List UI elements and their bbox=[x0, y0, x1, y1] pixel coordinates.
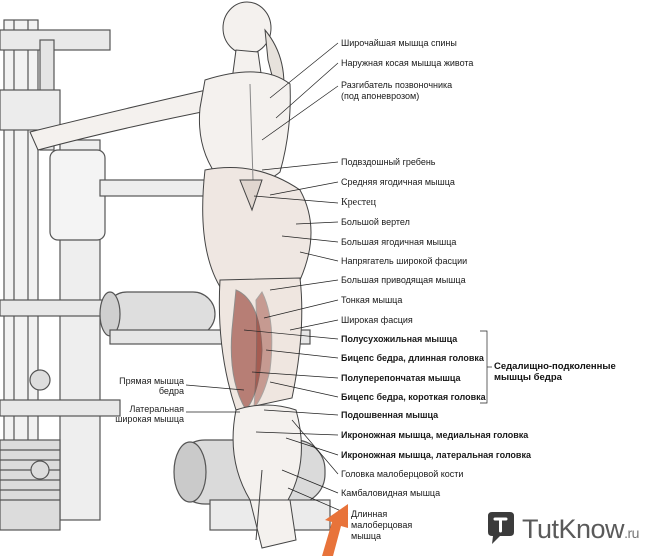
label-gluteus-maximus: Большая ягодичная мышца bbox=[341, 237, 457, 247]
label-semitendinosus: Полусухожильная мышца bbox=[341, 334, 458, 344]
logo-brand: TutKnow bbox=[522, 514, 625, 544]
orange-arrow bbox=[322, 504, 348, 556]
label-semimembranosus: Полуперепончатая мышца bbox=[341, 373, 461, 383]
logo-icon bbox=[488, 512, 514, 544]
label-fascia-lata: Широкая фасция bbox=[341, 315, 413, 325]
label-gracilis: Тонкая мышца bbox=[341, 295, 403, 305]
machine-frame bbox=[0, 19, 331, 531]
label-latissimus: Широчайшая мышца спины bbox=[341, 38, 457, 48]
label-gastrocnemius-lateral: Икроножная мышца, латеральная головка bbox=[341, 450, 531, 460]
label-iliac-crest: Подвздошный гребень bbox=[341, 157, 436, 167]
tutknow-logo: TutKnow.ru bbox=[484, 508, 644, 552]
label-plantaris: Подошвенная мышца bbox=[341, 410, 439, 420]
hamstrings-group-label: Седалищно-подколенные мышцы бедра bbox=[494, 361, 616, 383]
logo-domain: .ru bbox=[624, 525, 639, 541]
label-sacrum: Крестец bbox=[341, 197, 376, 208]
label-tensor-fasciae-latae: Напрягатель широкой фасции bbox=[341, 256, 468, 266]
logo-wordmark: TutKnow.ru bbox=[522, 514, 639, 545]
label-fibula-head: Головка малоберцовой кости bbox=[341, 469, 464, 479]
label-peroneus-longus: Длинная малоберцовая мышца bbox=[351, 509, 413, 541]
label-vastus-lateralis: Латеральная широкая мышца bbox=[115, 404, 184, 424]
label-biceps-femoris-long: Бицепс бедра, длинная головка bbox=[341, 353, 484, 363]
label-erector-spinae: Разгибатель позвоночника bbox=[341, 80, 453, 90]
leader-lines bbox=[185, 42, 492, 515]
label-erector-spinae-note: (под апоневрозом) bbox=[341, 91, 420, 101]
human-figure bbox=[29, 1, 312, 549]
label-gluteus-medius: Средняя ягодичная мышца bbox=[341, 177, 455, 187]
label-gastrocnemius-medial: Икроножная мышца, медиальная головка bbox=[341, 430, 529, 440]
label-biceps-femoris-short: Бицепс бедра, короткая головка bbox=[341, 392, 486, 402]
label-external-oblique: Наружная косая мышца живота bbox=[341, 58, 474, 68]
label-rectus-femoris: Прямая мышца бедра bbox=[119, 376, 184, 396]
label-adductor-magnus: Большая приводящая мышца bbox=[341, 275, 466, 285]
label-greater-trochanter: Большой вертел bbox=[341, 217, 410, 227]
label-soleus: Камбаловидная мышца bbox=[341, 488, 441, 498]
